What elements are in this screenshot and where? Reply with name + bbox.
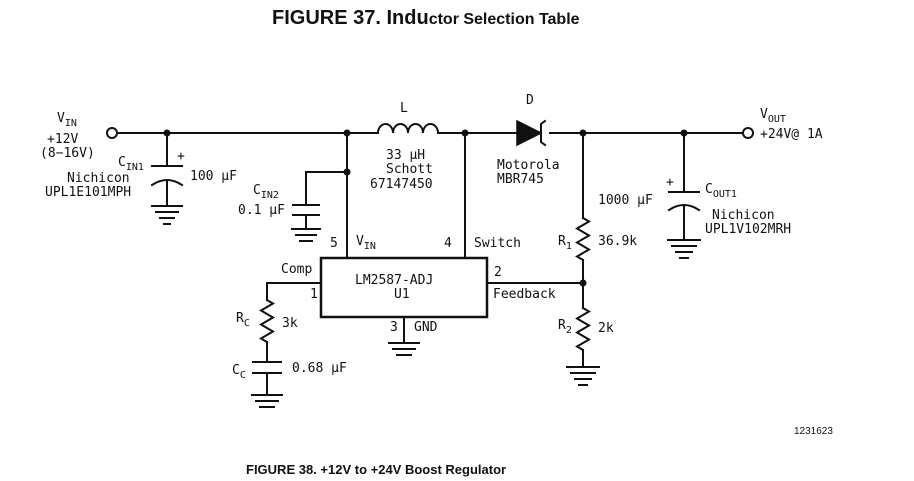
r1-symbol	[575, 216, 591, 262]
cc-ref: CC	[232, 363, 246, 381]
cin2-symbol	[292, 204, 320, 216]
diode-part: MBR745	[497, 172, 544, 187]
inductor-ref: L	[400, 101, 408, 116]
inductor-symbol	[376, 123, 440, 135]
ic-pin-fb-label: Feedback	[493, 287, 556, 302]
cin1-value: 100 µF	[190, 169, 237, 184]
junction-dots	[163, 129, 688, 287]
ic-pin-comp-label: Comp	[281, 262, 312, 277]
cin1-polarity: +	[177, 149, 185, 164]
figure-37-title: FIGURE 37. Inductor Selection Table	[272, 7, 580, 29]
cc-value: 0.68 µF	[292, 361, 347, 376]
inductor-part: 67147450	[370, 177, 433, 192]
cout1-maker: Nichicon	[712, 208, 775, 223]
rc-symbol	[259, 298, 275, 344]
inductor-value: 33 µH	[386, 148, 425, 163]
figure-38-caption: FIGURE 38. +12V to +24V Boost Regulator	[246, 462, 506, 477]
vin-label: VIN	[57, 111, 77, 129]
cout1-symbol	[667, 191, 701, 212]
cout1-part: UPL1V102MRH	[705, 222, 791, 237]
cin2-value: 0.1 µF	[238, 203, 285, 218]
lm2587-ic-body	[319, 256, 489, 319]
ground-icon	[566, 366, 600, 386]
ground-icon	[667, 239, 701, 259]
vin-voltage: +12V	[47, 132, 78, 147]
vout-rating: +24V@ 1A	[760, 127, 823, 142]
cin2-ref: CIN2	[253, 183, 279, 201]
ground-icon	[291, 228, 321, 242]
inductor-type: Schott	[386, 162, 433, 177]
cout1-polarity: +	[666, 175, 674, 190]
ic-pin-gnd-label: GND	[414, 320, 438, 335]
r1-value: 36.9k	[598, 234, 637, 249]
cin1-part: UPL1E101MPH	[45, 185, 131, 200]
rc-value: 3k	[282, 316, 298, 331]
r2-symbol	[575, 306, 591, 352]
ground-icon	[151, 205, 183, 225]
ground-icon	[388, 342, 420, 356]
ic-pin-vin-num: 5	[330, 236, 338, 251]
ic-pin-switch-label: Switch	[474, 236, 521, 251]
rc-ref: RC	[236, 311, 250, 329]
ic-ref: U1	[394, 287, 410, 302]
r2-ref: R2	[558, 318, 572, 336]
vout-terminal	[742, 127, 754, 139]
cc-symbol	[252, 361, 282, 374]
cin1-symbol	[150, 165, 184, 187]
ic-pin-switch-num: 4	[444, 236, 452, 251]
cout1-ref: COUT1	[705, 182, 737, 200]
vout-label: VOUT	[760, 107, 786, 125]
cin1-ref: CIN1	[118, 155, 144, 173]
diode-symbol	[516, 119, 547, 147]
ground-icon	[251, 394, 283, 408]
ic-pin-comp-num: 1	[310, 287, 318, 302]
cout1-value: 1000 µF	[598, 193, 653, 208]
r2-value: 2k	[598, 321, 614, 336]
vin-terminal	[106, 127, 118, 139]
diode-ref: D	[526, 93, 534, 108]
ic-pin-vin-label: VIN	[356, 234, 376, 252]
vin-range: (8−16V)	[40, 146, 95, 161]
r1-ref: R1	[558, 234, 572, 252]
figure-code: 1231623	[794, 426, 833, 437]
ic-pin-gnd-num: 3	[390, 320, 398, 335]
ic-pin-fb-num: 2	[494, 265, 502, 280]
ic-name: LM2587-ADJ	[355, 273, 433, 288]
cin1-maker: Nichicon	[67, 171, 130, 186]
diode-maker: Motorola	[497, 158, 560, 173]
